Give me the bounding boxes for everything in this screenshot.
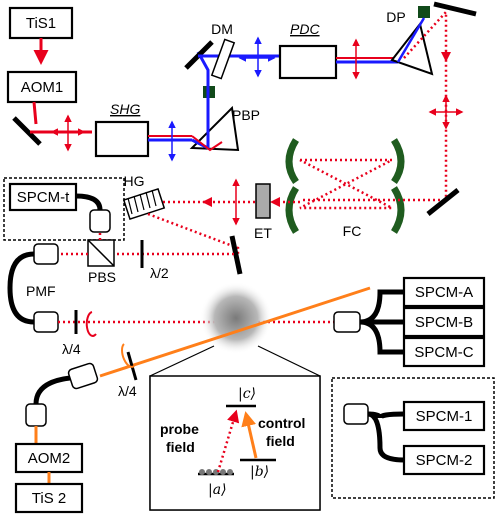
control-label-1: control: [258, 415, 305, 431]
dm-mirror: DM: [210, 21, 236, 80]
fc-label: FC: [343, 223, 362, 239]
control-label-2: field: [266, 433, 295, 449]
pbp-label: PBP: [232, 107, 260, 123]
probe-transition: [216, 409, 240, 473]
spcm-1-label: SPCM-1: [416, 408, 473, 425]
circular-pol-red: [85, 311, 97, 337]
coupler-spcm-12: [343, 403, 369, 425]
ln1-crystal: [94, 120, 150, 158]
detector-pair-frame: [331, 377, 495, 499]
spcm-1: SPCM-1: [402, 400, 486, 432]
probe-path-right: [403, 8, 448, 200]
level-a-label: |a⟩: [208, 482, 227, 498]
spcm-2: SPCM-2: [402, 444, 486, 476]
aom1-label: AOM1: [21, 79, 64, 96]
beam-dump-dp: [418, 6, 430, 18]
cavity-path: [299, 158, 393, 210]
coupler-control-in: [25, 403, 47, 427]
aom2: AOM2: [14, 442, 84, 474]
pbp-prism: PBP: [189, 105, 260, 152]
fiber-spcm-t: [75, 193, 103, 211]
pmf-fiber: [7, 251, 35, 325]
mirror-right: [426, 188, 460, 216]
aom2-label: AOM2: [28, 450, 71, 467]
blue-beam-up: [191, 51, 210, 151]
coupler-control-out: [67, 362, 99, 390]
tis2-laser: TiS 2: [14, 482, 84, 514]
spcm-t: SPCM-t: [8, 182, 78, 212]
control-fiber: [33, 375, 71, 405]
ln2-crystal: [278, 44, 338, 80]
half-wave-label: λ/2: [150, 265, 169, 281]
pbs-label: PBS: [88, 269, 116, 285]
quarter-wave-2-label: λ/4: [118, 383, 137, 399]
atom-cloud: [200, 282, 272, 354]
mirror-hg: [229, 235, 243, 275]
hg-to-mirror: [147, 212, 240, 256]
hg-label: HG: [124, 173, 145, 189]
holographic-grating: HG: [122, 173, 166, 221]
coupler-spcm-abc: [333, 311, 361, 333]
control-beam: [99, 286, 371, 378]
dm-label: DM: [211, 21, 233, 37]
blue-to-dump: [396, 17, 426, 63]
spcm-t-label: SPCM-t: [17, 189, 70, 206]
spcm-2-label: SPCM-2: [416, 452, 473, 469]
spcm-a-label: SPCM-A: [415, 284, 473, 301]
mirror-aom1: [12, 116, 42, 146]
fiber-spcm-2: [367, 411, 405, 463]
red-to-dump: [191, 135, 223, 152]
aom1: AOM1: [6, 70, 78, 104]
circular-pol-orange: [121, 343, 135, 368]
level-scheme-inset: [149, 375, 321, 511]
coupler-pmf-bottom: [33, 311, 59, 333]
pmf-label: PMF: [26, 283, 56, 299]
aom1-beam: [32, 101, 38, 125]
et-label: ET: [254, 225, 272, 241]
ground-state-population: [199, 469, 233, 475]
spcm-c-label: SPCM-C: [414, 344, 473, 361]
tis1-label: TiS1: [26, 15, 56, 32]
shg-label: SHG: [110, 101, 140, 117]
trigger-detector-frame: [3, 177, 125, 241]
control-transition: [241, 411, 258, 459]
quarter-wave-1-label: λ/4: [62, 341, 81, 357]
fiber-spcm-c: [359, 319, 404, 355]
coupler-spcm-t: [89, 209, 111, 233]
spcm-b: SPCM-B: [402, 306, 486, 338]
coupler-pmf-top: [33, 243, 59, 265]
mirror-top-right: [433, 1, 477, 17]
etalon: ET: [254, 183, 272, 241]
pdc-label: PDC: [290, 21, 320, 37]
spcm-a: SPCM-A: [402, 276, 486, 308]
spcm-b-label: SPCM-B: [415, 314, 473, 331]
dp-label: DP: [386, 9, 405, 25]
filter-cavity: FC: [285, 138, 405, 239]
level-c-label: |c⟩: [238, 386, 256, 402]
level-b-label: |b⟩: [250, 464, 269, 480]
dp-prism: DP: [386, 9, 434, 76]
tis2-label: TiS 2: [32, 490, 66, 507]
probe-label-1: probe: [160, 421, 199, 437]
tis1-laser: TiS1: [8, 6, 74, 40]
pbs: PBS: [87, 239, 116, 285]
spcm-c: SPCM-C: [402, 336, 486, 368]
probe-label-2: field: [166, 439, 195, 455]
fiber-spcm-a: [359, 289, 404, 325]
